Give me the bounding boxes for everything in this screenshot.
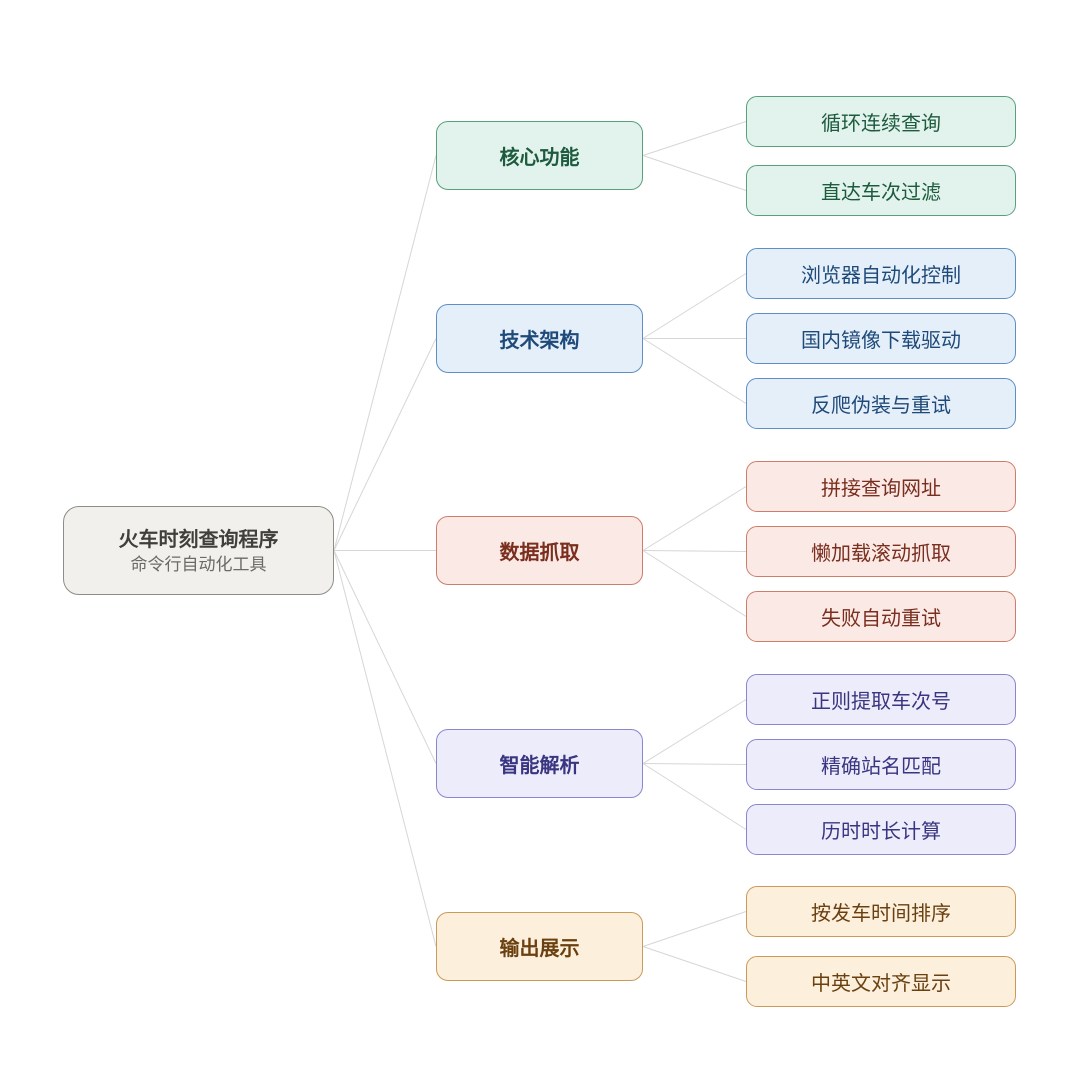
leaf-label: 直达车次过滤 (821, 180, 941, 204)
connector-line (642, 763, 747, 830)
leaf-node: 按发车时间排序 (746, 886, 1016, 937)
leaf-node: 历时时长计算 (746, 804, 1016, 855)
leaf-label: 反爬伪装与重试 (811, 393, 951, 417)
leaf-label: 中英文对齐显示 (811, 971, 951, 995)
leaf-node: 失败自动重试 (746, 591, 1016, 642)
leaf-node: 反爬伪装与重试 (746, 378, 1016, 429)
leaf-label: 循环连续查询 (821, 111, 941, 135)
leaf-node: 中英文对齐显示 (746, 956, 1016, 1007)
leaf-node: 正则提取车次号 (746, 674, 1016, 725)
connector-line (333, 155, 437, 551)
branch-label: 数据抓取 (499, 540, 580, 564)
connector-line (642, 155, 747, 191)
root-subtitle: 命令行自动化工具 (130, 554, 267, 575)
leaf-label: 失败自动重试 (821, 606, 941, 630)
branch-node-output-display: 输出展示 (436, 912, 643, 981)
leaf-label: 懒加载滚动抓取 (811, 541, 951, 565)
branch-label: 输出展示 (499, 936, 580, 960)
branch-label: 技术架构 (499, 328, 580, 352)
leaf-label: 正则提取车次号 (811, 689, 951, 713)
leaf-label: 精确站名匹配 (821, 754, 941, 778)
leaf-node: 直达车次过滤 (746, 165, 1016, 216)
root-node: 火车时刻查询程序 命令行自动化工具 (63, 506, 334, 595)
connector-line (642, 550, 747, 617)
leaf-label: 拼接查询网址 (821, 476, 941, 500)
connector-line (642, 911, 747, 947)
connector-line (333, 550, 437, 764)
leaf-label: 历时时长计算 (821, 819, 941, 843)
connector-line (642, 121, 747, 156)
leaf-label: 按发车时间排序 (811, 901, 951, 925)
root-title: 火车时刻查询程序 (118, 526, 279, 551)
leaf-node: 拼接查询网址 (746, 461, 1016, 512)
branch-node-data-scraping: 数据抓取 (436, 516, 643, 585)
connector-line (642, 550, 747, 552)
branch-node-core-functions: 核心功能 (436, 121, 643, 190)
leaf-node: 浏览器自动化控制 (746, 248, 1016, 299)
connector-line (642, 338, 747, 404)
connector-line (642, 946, 747, 982)
leaf-node: 精确站名匹配 (746, 739, 1016, 790)
branch-label: 核心功能 (499, 145, 580, 169)
leaf-label: 国内镜像下载驱动 (801, 328, 961, 352)
connector-line (642, 273, 747, 339)
connector-line (333, 550, 437, 947)
connector-line (642, 699, 747, 764)
connector-line (642, 486, 747, 551)
leaf-node: 循环连续查询 (746, 96, 1016, 147)
connector-line (642, 763, 747, 765)
connector-line (333, 338, 437, 551)
branch-label: 智能解析 (499, 753, 580, 777)
leaf-node: 懒加载滚动抓取 (746, 526, 1016, 577)
branch-node-smart-parsing: 智能解析 (436, 729, 643, 798)
leaf-label: 浏览器自动化控制 (801, 263, 961, 287)
leaf-node: 国内镜像下载驱动 (746, 313, 1016, 364)
branch-node-tech-architecture: 技术架构 (436, 304, 643, 373)
